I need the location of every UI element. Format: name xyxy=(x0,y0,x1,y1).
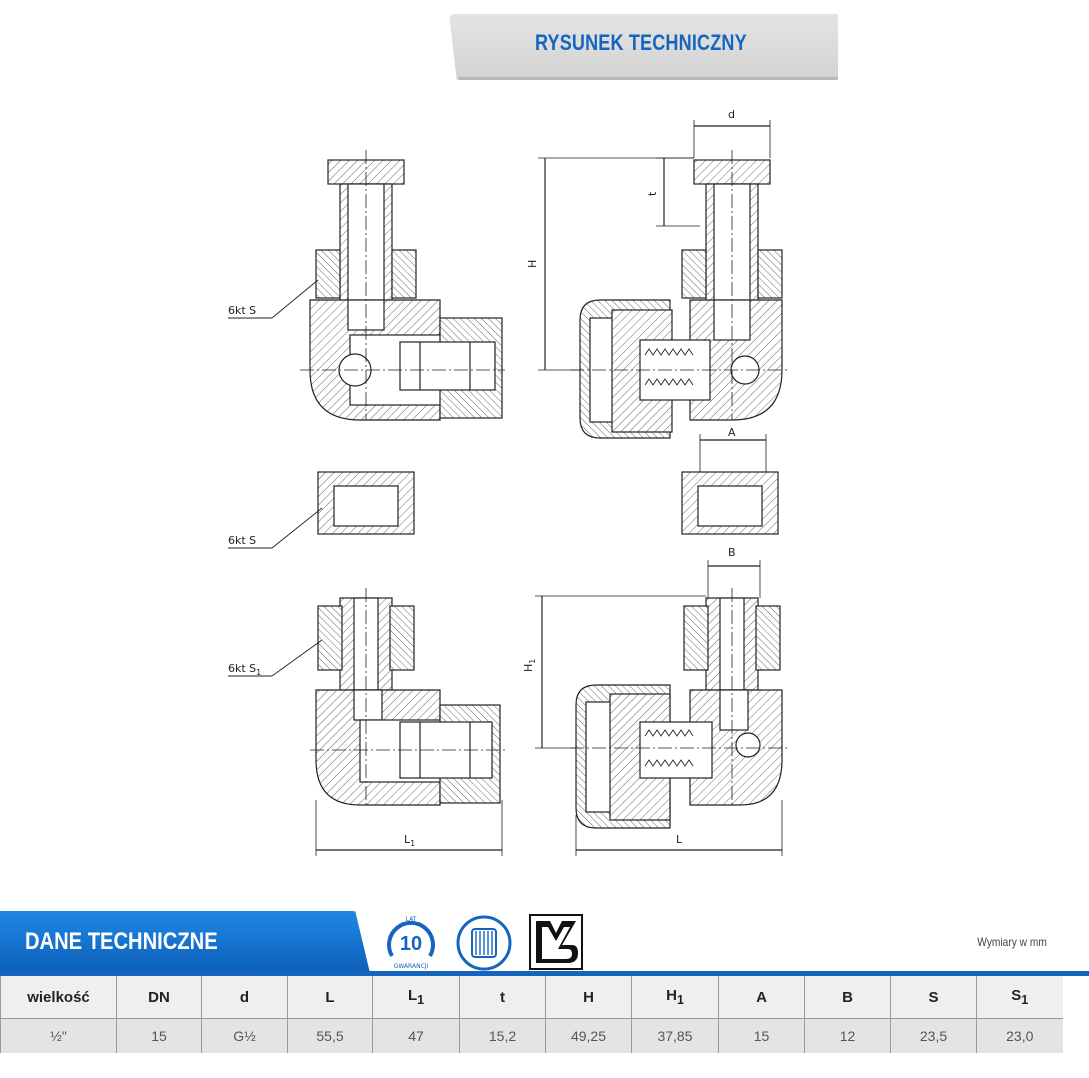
cell-size: ½" xyxy=(0,1018,117,1053)
dim-h1-label: H1 xyxy=(522,659,537,672)
leader-lines xyxy=(228,279,323,677)
cell-l: 55,5 xyxy=(287,1018,373,1053)
svg-text:LAT: LAT xyxy=(406,916,417,923)
elbow-view-top-right xyxy=(538,120,790,475)
cell-t: 15,2 xyxy=(459,1018,546,1053)
col-header-h1: H1 xyxy=(631,976,719,1019)
brand-logo-icon xyxy=(529,914,583,970)
cell-dn: 15 xyxy=(116,1018,202,1053)
title-banner xyxy=(449,14,838,80)
elbow-view-bottom-left xyxy=(310,588,505,856)
cell-s1: 23,0 xyxy=(976,1018,1063,1053)
technical-drawing: 6kt S 6kt S 6kt S1 d t H A B H1 L1 L xyxy=(228,110,790,856)
elbow-view-top-left xyxy=(300,150,505,421)
col-header-h: H xyxy=(545,976,632,1019)
hex-s1-label: 6kt S1 xyxy=(228,662,261,677)
col-header-l: L xyxy=(287,976,373,1019)
cell-d: G½ xyxy=(201,1018,288,1053)
col-header-s1: S1 xyxy=(976,976,1063,1019)
hex-s-label-1: 6kt S xyxy=(228,304,256,317)
dim-b-label: B xyxy=(728,546,736,559)
cell-l1: 47 xyxy=(372,1018,460,1053)
cell-h1: 37,85 xyxy=(631,1018,719,1053)
svg-text:10: 10 xyxy=(400,933,422,955)
radiator-icon xyxy=(456,915,512,971)
col-header-t: t xyxy=(459,976,546,1019)
svg-text:GWARANCJI: GWARANCJI xyxy=(394,963,429,970)
col-header-d: d xyxy=(201,976,288,1019)
dim-h-label: H xyxy=(526,260,539,268)
cell-s: 23,5 xyxy=(890,1018,977,1053)
table-top-rule xyxy=(0,971,1089,976)
col-header-size: wielkość xyxy=(0,976,117,1019)
table-header-row: wielkość DN d L L1 t H H1 A B S S1 xyxy=(0,976,1063,1019)
nut-views xyxy=(317,471,779,535)
cell-b: 12 xyxy=(804,1018,891,1053)
dim-l1-label: L1 xyxy=(404,833,415,848)
cell-h: 49,25 xyxy=(545,1018,632,1053)
col-header-a: A xyxy=(718,976,805,1019)
section-title: DANE TECHNICZNE xyxy=(25,928,218,955)
col-header-dn: DN xyxy=(116,976,202,1019)
section-banner xyxy=(0,911,370,973)
hex-s-label-2: 6kt S xyxy=(228,534,256,547)
col-header-b: B xyxy=(804,976,891,1019)
dim-l-label: L xyxy=(676,833,683,846)
units-note: Wymiary w mm xyxy=(977,935,1047,949)
table-row: ½" 15 G½ 55,5 47 15,2 49,25 37,85 15 12 … xyxy=(0,1018,1063,1053)
spec-table: wielkość DN d L L1 t H H1 A B S S1 ½" 15… xyxy=(0,976,1063,1053)
dim-d-label: d xyxy=(728,110,735,121)
dim-t-label: t xyxy=(646,191,659,196)
col-header-s: S xyxy=(890,976,977,1019)
elbow-view-bottom-right xyxy=(535,560,790,856)
col-header-l1: L1 xyxy=(372,976,460,1019)
cell-a: 15 xyxy=(718,1018,805,1053)
dim-a-label: A xyxy=(728,426,736,439)
page-title: RYSUNEK TECHNICZNY xyxy=(535,30,747,55)
warranty-badge-icon: LAT 10 GWARANCJI xyxy=(387,916,435,970)
